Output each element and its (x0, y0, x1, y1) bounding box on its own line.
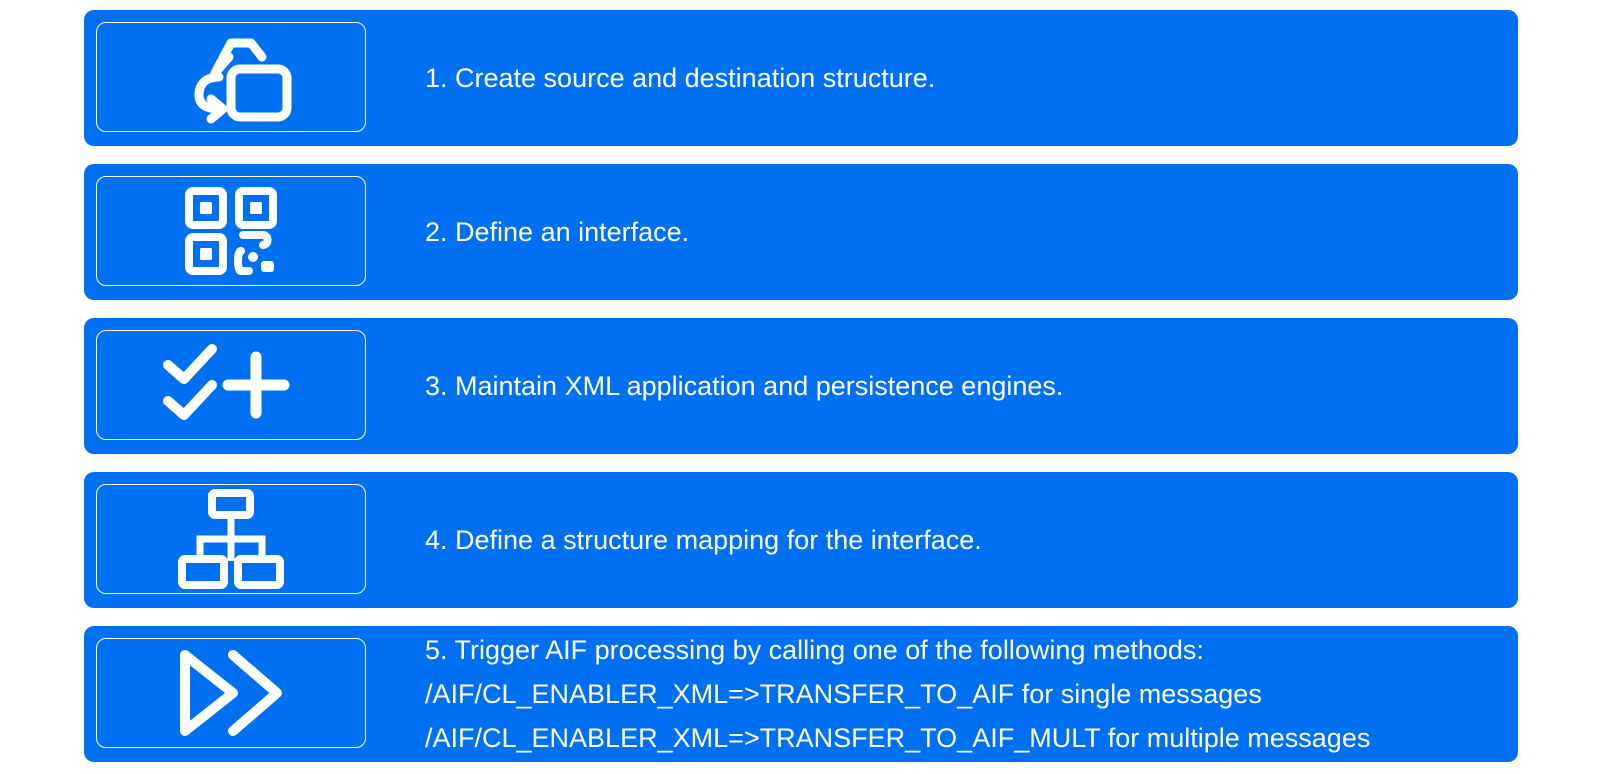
org-hierarchy-icon (178, 489, 284, 589)
step-description: 2. Define an interface. (425, 164, 1498, 300)
step-card-3: 3. Maintain XML application and persiste… (84, 318, 1518, 454)
step-text-line: 5. Trigger AIF processing by calling one… (425, 635, 1204, 665)
fast-forward-icon (180, 650, 282, 736)
step-text-line: 2. Define an interface. (425, 217, 690, 247)
method-single: /AIF/CL_ENABLER_XML=>TRANSFER_TO_AIF for… (425, 679, 1262, 709)
steps-list: 1. Create source and destination structu… (84, 10, 1518, 762)
icon-frame (96, 638, 366, 748)
step-card-2: 2. Define an interface. (84, 164, 1518, 300)
check-plus-icon (163, 344, 290, 420)
icon-frame (96, 176, 366, 286)
step-card-4: 4. Define a structure mapping for the in… (84, 472, 1518, 608)
icon-frame (96, 22, 366, 132)
method-multiple: /AIF/CL_ENABLER_XML=>TRANSFER_TO_AIF_MUL… (425, 723, 1371, 753)
step-text-line: 3. Maintain XML application and persiste… (425, 371, 1064, 401)
structure-cycle-icon (194, 38, 292, 124)
step-description: 5. Trigger AIF processing by calling one… (425, 626, 1498, 762)
icon-frame (96, 484, 366, 594)
icon-frame (96, 330, 366, 440)
step-description: 4. Define a structure mapping for the in… (425, 472, 1498, 608)
step-description: 3. Maintain XML application and persiste… (425, 318, 1498, 454)
step-card-5: 5. Trigger AIF processing by calling one… (84, 626, 1518, 762)
step-text-line: 4. Define a structure mapping for the in… (425, 525, 982, 555)
step-text-line: 1. Create source and destination structu… (425, 63, 936, 93)
qr-code-icon (185, 187, 277, 275)
step-card-1: 1. Create source and destination structu… (84, 10, 1518, 146)
step-description: 1. Create source and destination structu… (425, 10, 1498, 146)
